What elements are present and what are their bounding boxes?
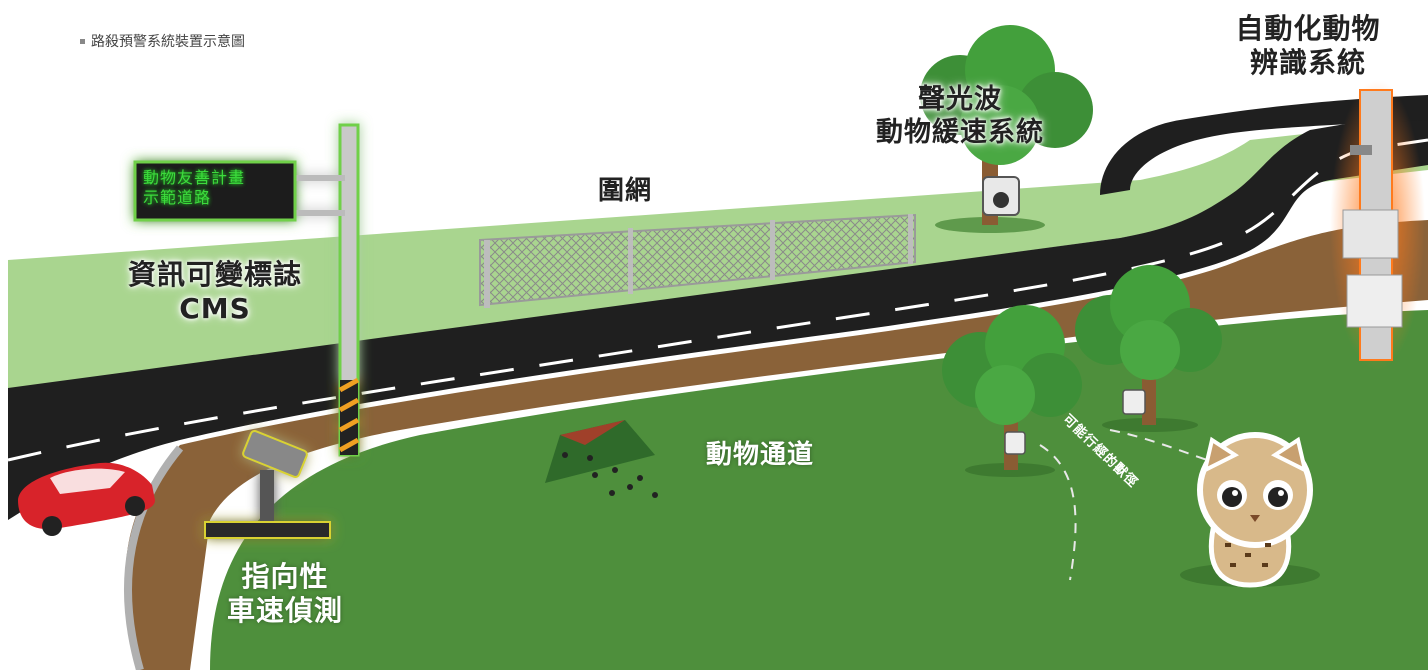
fence-label: 圍網 (597, 176, 652, 206)
leopard-cat-icon (1180, 432, 1320, 588)
speed-label-line1: 指向性 (241, 560, 329, 593)
car-icon (18, 462, 155, 536)
deterrent-system-label: 聲光波 動物緩速系統 (850, 84, 1070, 150)
tree-icon (920, 25, 1093, 233)
speed-camera-icon (204, 429, 331, 539)
tree-icon (1075, 265, 1222, 432)
road-center-line (7, 138, 1428, 462)
cms-label: 資訊可變標誌 CMS (100, 258, 330, 326)
road (8, 110, 1428, 520)
speed-label-line2: 車速偵測 (226, 594, 343, 628)
animal-path-line (1039, 444, 1077, 581)
tree-icon (942, 305, 1082, 477)
fence-icon (479, 213, 916, 308)
cms-display-line2: 示範道路 (143, 188, 212, 207)
recognition-label-line1: 自動化動物 (1235, 12, 1381, 45)
diagram-caption: 路殺預警系統裝置示意圖 (80, 31, 245, 51)
deterrent-label-line2: 動物緩速系統 (876, 116, 1044, 148)
deterrent-label-line1: 聲光波 (918, 84, 1002, 115)
animal-passage-label: 動物通道 (705, 440, 814, 470)
cms-display-line1: 動物友善計畫 (143, 168, 246, 187)
curb (124, 445, 184, 670)
speed-detection-label: 指向性 車速偵測 (200, 560, 370, 628)
recognition-label-line2: 辨識系統 (1249, 46, 1366, 80)
cms-label-line1: 資訊可變標誌 (127, 258, 302, 291)
recognition-system-label: 自動化動物 辨識系統 (1218, 12, 1398, 80)
cms-label-line2: CMS (179, 292, 251, 326)
trail-camera-icon (1004, 389, 1146, 455)
animal-passage-icon (545, 420, 658, 498)
cms-sign-icon (133, 123, 360, 457)
trail-camera-icon (982, 176, 1020, 216)
caption-text: 路殺預警系統裝置示意圖 (91, 34, 245, 50)
recognition-pole-icon (1330, 80, 1425, 370)
cms-display: 動物友善計畫 示範道路 (143, 168, 289, 208)
bullet-icon (80, 38, 85, 44)
